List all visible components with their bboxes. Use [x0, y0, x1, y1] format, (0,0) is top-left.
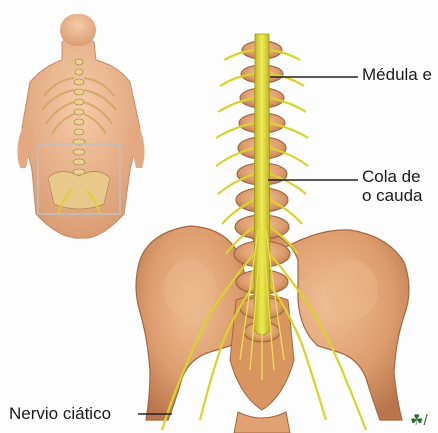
- label-cola-line2: o cauda: [362, 187, 423, 205]
- label-cola-line1: Cola de: [362, 168, 421, 186]
- label-medula: Médula e: [362, 66, 432, 84]
- label-nervio-ciatico: Nervio ciático: [9, 405, 111, 423]
- back-figure-thumbnail: [17, 14, 144, 238]
- logo-mark: ☘/: [410, 411, 428, 429]
